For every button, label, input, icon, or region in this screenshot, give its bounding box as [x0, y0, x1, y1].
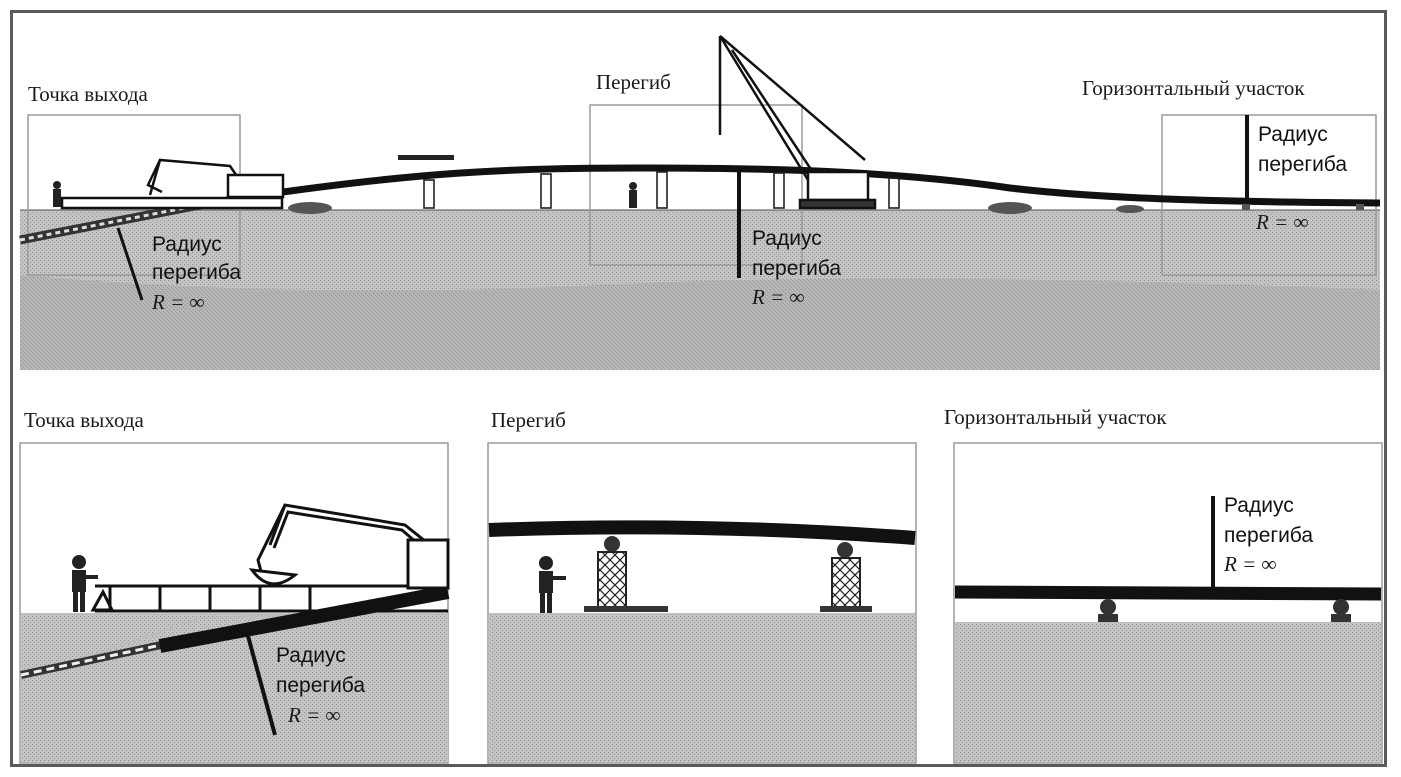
panel-horizontal-rollers [1098, 599, 1351, 622]
top-bend-r-infinity: R = ∞ [752, 285, 805, 309]
panel-exit-title: Точка выхода [24, 408, 144, 432]
panel-horizontal-title: Горизонтальный участок [944, 405, 1167, 429]
panel-exit-radius-word: Радиус [276, 644, 346, 667]
panel-horizontal-ground [955, 622, 1381, 762]
top-horizontal-label: Горизонтальный участок [1082, 76, 1305, 100]
panel-exit-platform [90, 584, 448, 613]
panel-horizontal-radius-word: Радиус [1224, 494, 1294, 517]
panel-exit [19, 442, 450, 764]
top-bend-bend-word: перегиба [752, 257, 842, 280]
panel-bend-ground [489, 613, 915, 762]
top-worker-exit [53, 181, 61, 207]
panel-bend [487, 442, 917, 764]
top-exit-radius-line [116, 227, 144, 301]
panel-exit-radius-line [243, 624, 277, 736]
top-pipe-supports [423, 171, 900, 209]
panel-horizontal [953, 442, 1383, 764]
zone-box-horizontal [1161, 114, 1377, 276]
top-excavator [60, 158, 285, 210]
top-horizontal-r-infinity: R = ∞ [1256, 210, 1309, 234]
panel-bend-worker [539, 556, 566, 613]
top-worker-bend [629, 182, 637, 208]
top-exit-bend-word: перегиба [152, 261, 242, 284]
panel-horizontal-r-infinity: R = ∞ [1224, 552, 1277, 576]
panel-horizontal-bend-word: перегиба [1224, 524, 1314, 547]
top-horizontal-radius-word: Радиус [1258, 123, 1328, 146]
top-bend-label: Перегиб [596, 70, 671, 94]
panel-bend-title: Перегиб [491, 408, 566, 432]
top-exit-r-infinity: R = ∞ [152, 290, 205, 314]
top-overview-panel [19, 35, 1381, 370]
panel-exit-pipe [158, 585, 450, 653]
top-pipeline [214, 164, 1381, 207]
panel-bend-support-right [820, 542, 872, 612]
top-crane [718, 35, 877, 210]
panel-exit-bend-word: перегиба [276, 674, 366, 697]
top-bend-radius-word: Радиус [752, 227, 822, 250]
top-horizontal-bend-word: перегиба [1258, 153, 1348, 176]
panel-bend-support-left [584, 536, 668, 612]
top-ground-dark-band [20, 275, 1380, 370]
panel-exit-r-infinity: R = ∞ [288, 703, 341, 727]
panel-horizontal-pipe [954, 585, 1382, 601]
panel-exit-worker [72, 555, 98, 612]
top-exit-radius-word: Радиус [152, 233, 222, 256]
panel-bend-pipe [488, 520, 916, 545]
panel-exit-excavator [248, 503, 450, 590]
top-exit-label: Точка выхода [28, 82, 148, 106]
zone-box-bend [589, 104, 803, 266]
